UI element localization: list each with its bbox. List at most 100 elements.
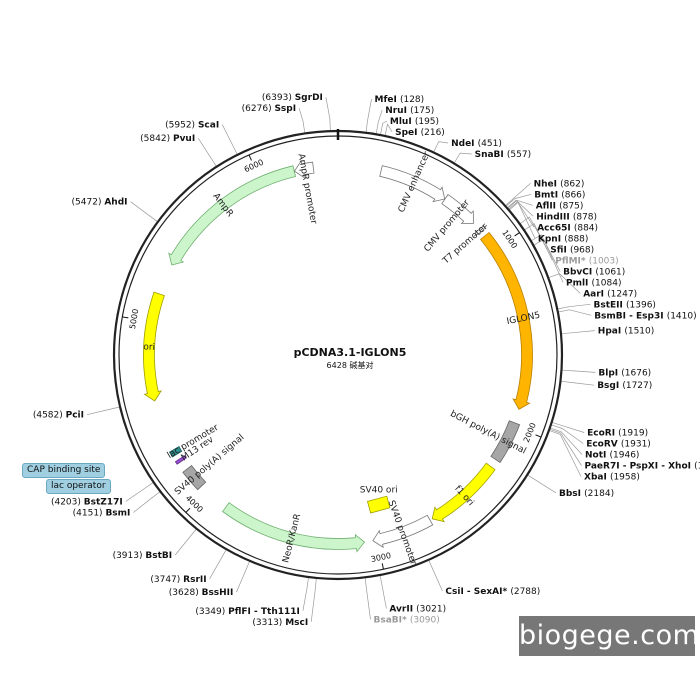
site-leader-line <box>236 561 250 593</box>
site-leader-line <box>298 108 306 133</box>
site-snabi: SnaBI (557) <box>475 150 532 160</box>
site-bsmbi-esp3i: BsmBI - Esp3I (1410) <box>594 311 696 321</box>
site-leader-line <box>310 578 317 622</box>
cap-binding-site-box: CAP binding site <box>22 463 106 478</box>
tick-mark <box>185 507 191 513</box>
tick-label: 5000 <box>128 308 140 330</box>
feature-sv40-poly-a-signal-arrow <box>182 465 207 491</box>
feature-ampr-arrow <box>168 165 296 266</box>
feature-ori-label: ori <box>143 342 155 352</box>
site-aflii: AflII (875) <box>536 201 584 211</box>
site-leader-line <box>130 201 158 222</box>
site-leader-line <box>562 369 596 373</box>
site-leader-line <box>561 380 595 386</box>
site-mlui: MluI (195) <box>390 117 439 127</box>
site-leader-line <box>325 97 331 131</box>
site-bsgi: BsgI (1727) <box>597 381 652 391</box>
feature-t7-promoter-arrow <box>473 224 488 237</box>
site-sspi: (6276) SspI <box>242 104 296 114</box>
site-bstbi: (3913) BstBI <box>113 551 173 561</box>
feature-f1-ori-arrow <box>431 462 496 523</box>
site-leader-line <box>531 234 561 272</box>
feature-ampr-promoter-arrow <box>293 159 315 179</box>
site-ecori: EcoRI (1919) <box>587 429 648 439</box>
site-leader-line <box>174 529 197 556</box>
site-leader-line <box>508 201 535 228</box>
site-leader-line <box>558 309 592 316</box>
site-kpni: KpnI (888) <box>538 234 589 244</box>
feature-ampr-promoter-label: AmpR promoter <box>296 153 319 225</box>
site-bmti: BmtI (866) <box>534 190 585 200</box>
site-bsteii: BstEII (1396) <box>594 300 656 310</box>
site-bstz17i: (4203) BstZ17I <box>51 498 123 508</box>
feature-cmv-enhancer-arrow <box>379 165 446 203</box>
watermark: biogege.com <box>519 620 700 651</box>
site-leader-line <box>86 406 120 416</box>
feature-m13-rev-arrow <box>174 455 187 465</box>
site-leader-line <box>528 475 557 494</box>
site-leader-line <box>505 183 531 206</box>
feature-ori-arrow <box>143 291 165 402</box>
site-leader-line <box>506 193 532 207</box>
site-bsabi: BsaBI* (3090) <box>374 615 440 625</box>
lac-operator-box: lac operator <box>46 479 111 494</box>
feature-sv40-ori-label: SV40 ori <box>360 486 398 496</box>
site-leader-line <box>508 200 534 217</box>
site-leader-line <box>380 120 388 135</box>
tick-label: 3000 <box>370 551 392 564</box>
site-bbvci: BbvCI (1061) <box>563 267 625 277</box>
site-nrui: NruI (175) <box>385 106 434 116</box>
site-leader-lines <box>86 97 596 622</box>
site-ecorv: EcoRV (1931) <box>586 440 651 450</box>
feature-neor-kanr-arrow <box>222 502 366 553</box>
site-pflmi: PflMI* (1003) <box>555 256 618 266</box>
site-ndei: NdeI (451) <box>451 139 502 149</box>
site-msci: (3313) MscI <box>252 618 308 628</box>
plasmid-title: pCDNA3.1-IGLON5 <box>294 346 407 359</box>
site-leader-line <box>365 98 372 132</box>
feature-bgh-poly-a-signal-arrow <box>490 420 521 464</box>
site-avrii: AvrII (3021) <box>389 604 446 614</box>
site-paer7i-pspxi-xhoi: PaeR7I - PspXI - XhoI (1952) <box>585 462 700 472</box>
site-leader-line <box>550 427 583 455</box>
restriction-site-labels: (6393) SgrDI(6276) SspI (5952) ScaI (5842)… <box>33 93 700 628</box>
site-aari: AarI (1247) <box>583 289 637 299</box>
site-bbsi: BbsI (2184) <box>559 489 614 499</box>
site-leader-line <box>133 491 160 513</box>
site-leader-line <box>534 239 564 283</box>
feature-lac-promoter-arrow <box>168 446 183 458</box>
site-leader-line <box>549 430 582 477</box>
feature-sv40-promoter-arrow <box>372 514 434 549</box>
site-pcii: (4582) PciI <box>33 411 84 421</box>
tick-mark <box>122 316 129 319</box>
site-mfei: MfeI (128) <box>375 95 425 105</box>
site-acc65i: Acc65I (884) <box>537 223 598 233</box>
feature-cmv-promoter-arrow <box>441 194 474 224</box>
site-nhei: NheI (862) <box>534 179 585 189</box>
plasmid-backbone <box>112 129 564 581</box>
site-pvui: (5842) PvuI <box>140 134 195 144</box>
tick-mark <box>535 434 542 438</box>
site-leader-line <box>552 422 585 433</box>
tick-label: 1000 <box>500 228 519 250</box>
site-rsrii: (3747) RsrII <box>150 575 206 585</box>
watermark-background <box>519 616 695 656</box>
site-leader-line <box>549 273 581 294</box>
plasmid-size: 6428 碱基对 <box>327 360 374 370</box>
site-leader-line <box>125 482 153 502</box>
tick-mark <box>381 563 384 570</box>
tick-mark <box>514 232 520 237</box>
site-leader-line <box>561 330 595 335</box>
site-csii-sexai: CsiI - SexAI* (2788) <box>445 587 540 597</box>
site-leader-line <box>433 141 449 152</box>
site-bsmi: (4151) BsmI <box>73 509 131 519</box>
site-blpi: BlpI (1676) <box>598 368 651 378</box>
site-scai: (5952) ScaI <box>165 120 219 130</box>
site-sgrdi: (6393) SgrDI <box>262 93 323 103</box>
site-leader-line <box>550 429 582 466</box>
site-noti: NotI (1946) <box>585 451 639 461</box>
site-pmli: PmlI (1084) <box>566 278 621 288</box>
site-leader-line <box>384 123 393 136</box>
site-xbai: XbaI (1958) <box>584 473 640 483</box>
site-bsshii: (3628) BssHII <box>169 588 234 598</box>
